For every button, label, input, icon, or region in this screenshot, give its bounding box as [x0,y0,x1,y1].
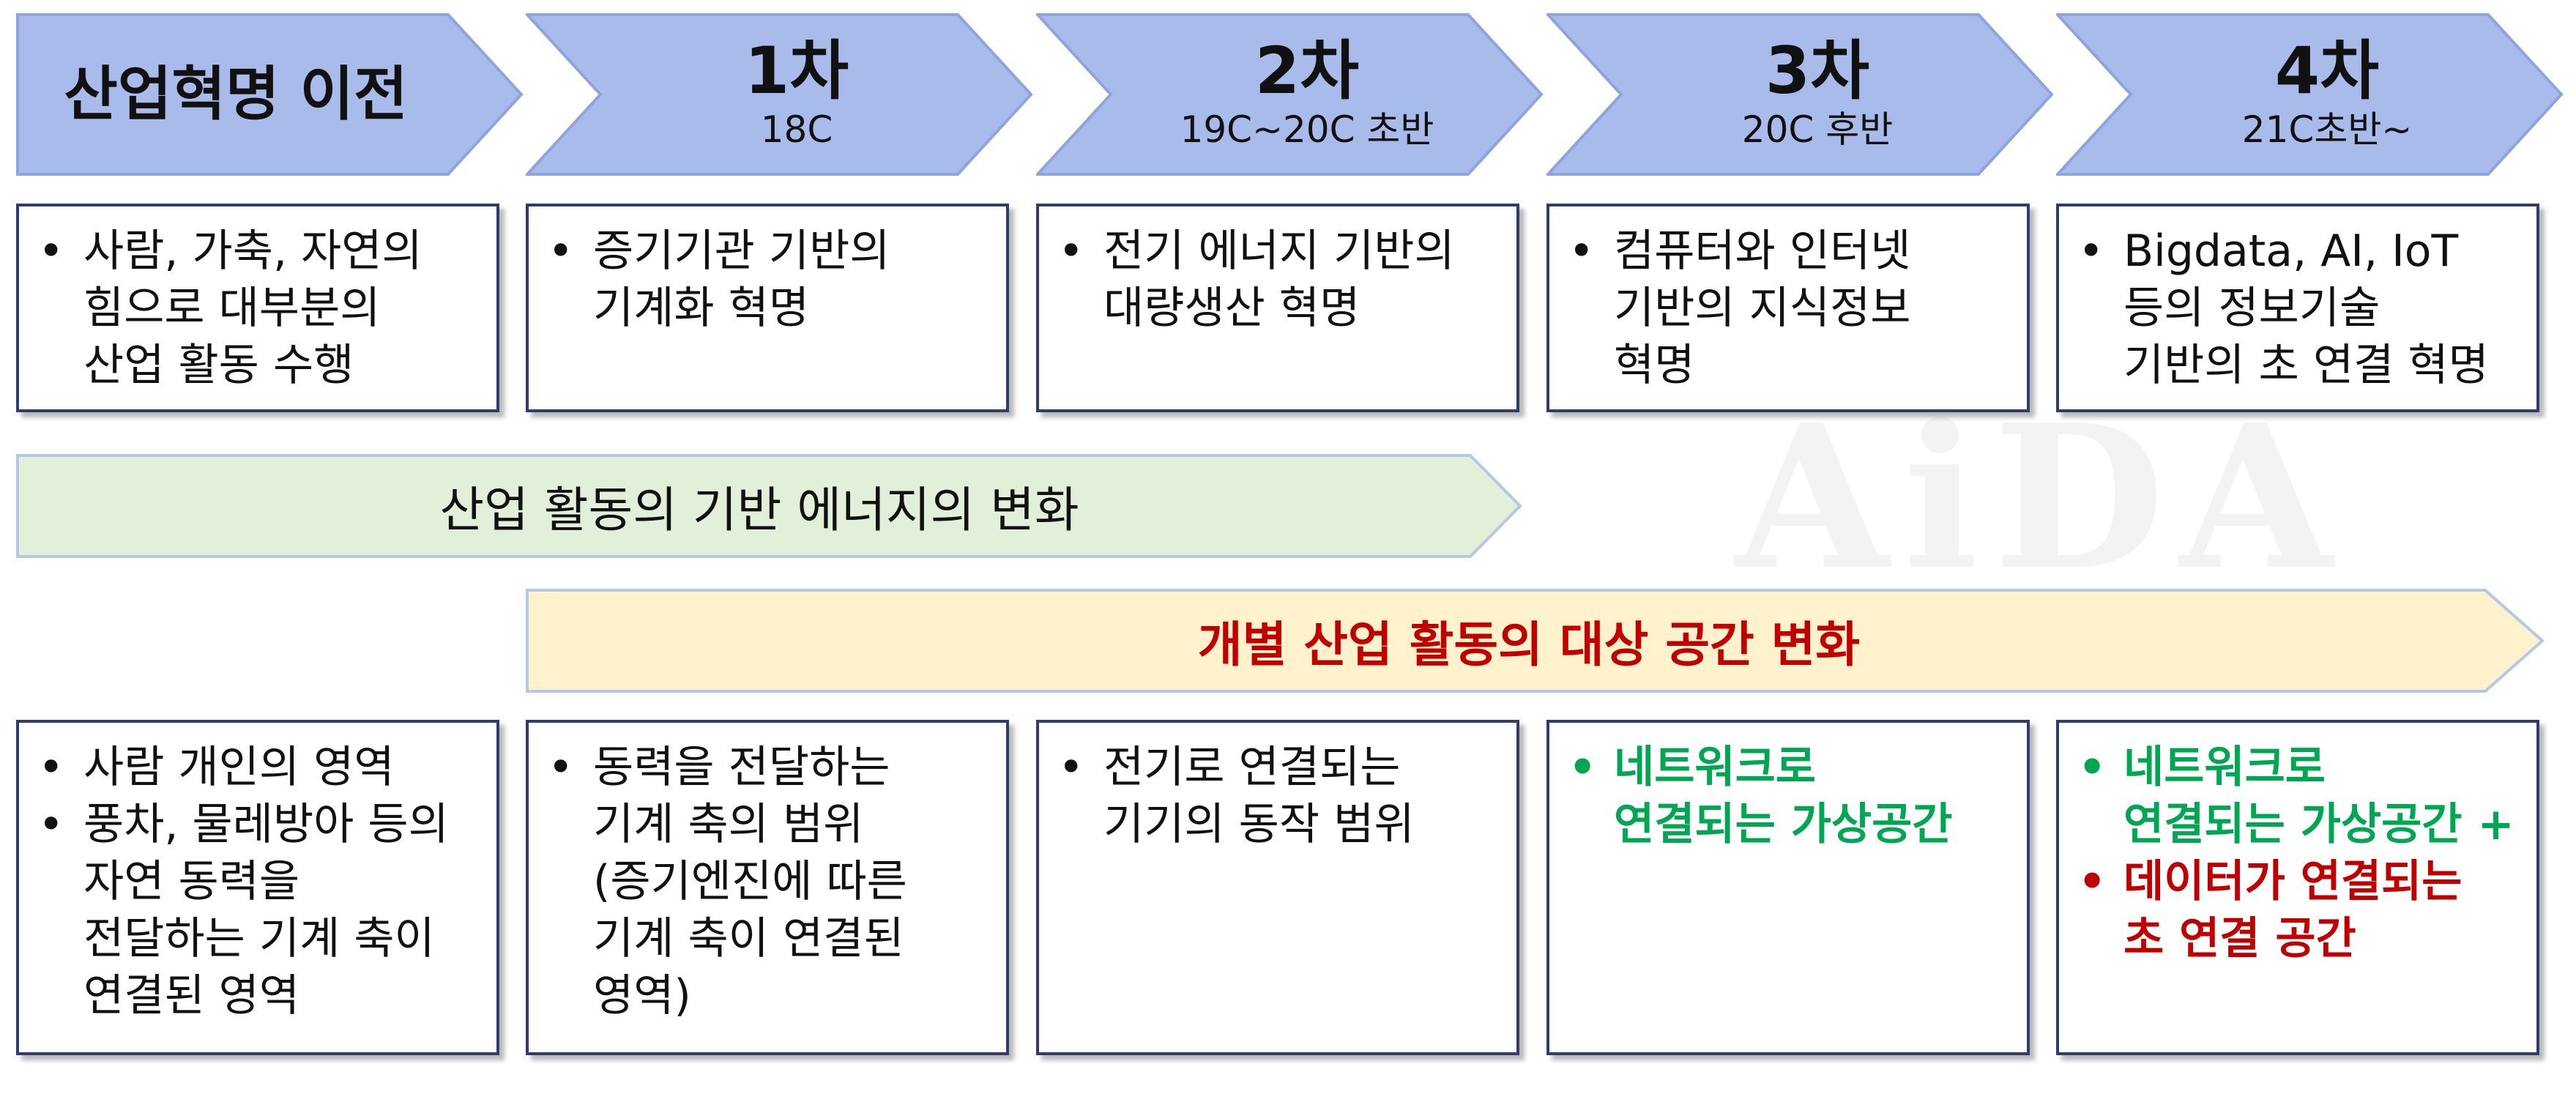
space-box-1: 동력을 전달하는 기계 축의 범위 (증기엔진에 따른 기계 축이 연결된 영역… [526,720,1009,1055]
stage-desc-box-pre: 사람, 가축, 자연의 힘으로 대부분의 산업 활동 수행 [16,204,499,412]
stage-desc-2: 전기 에너지 기반의 대량생산 혁명 [1058,223,1503,337]
stage-desc-3: 컴퓨터와 인터넷 기반의 지식정보 혁명 [1568,223,2014,394]
stage-desc-box-3: 컴퓨터와 인터넷 기반의 지식정보 혁명 [1546,204,2030,412]
stage-title-1: 1차 [744,32,849,108]
stage-arrow-3: 3차 20C 후반 [1546,13,2059,176]
stage-arrow-4: 4차 21C초반~ [2056,13,2569,176]
stage-arrow-2: 2차 19C~20C 초반 [1036,13,1549,176]
space-item-3: 네트워크로 연결되는 가상공간 [1568,739,2014,853]
watermark-logo: AiDA [1735,381,2348,614]
space-box-2: 전기로 연결되는 기기의 동작 범위 [1036,720,1519,1055]
space-item-pre-1: 사람 개인의 영역 [38,739,483,796]
space-item-pre-2: 풍차, 물레방아 등의 자연 동력을 전달하는 기계 축이 연결된 영역 [38,796,483,1024]
space-band-shape [526,589,2545,693]
space-box-3: 네트워크로 연결되는 가상공간 [1546,720,2030,1055]
stage-sub-3: 20C 후반 [1741,108,1894,152]
stage-sub-4: 21C초반~ [2241,108,2413,152]
stage-desc-1: 증기기관 기반의 기계화 혁명 [548,223,993,337]
stage-desc-box-4: Bigdata, AI, IoT 등의 정보기술 기반의 초 연결 혁명 [2056,204,2539,412]
stage-title-4: 4차 [2274,32,2380,108]
space-item-4-network: 네트워크로 연결되는 가상공간 + [2078,739,2523,853]
stage-sub-2: 19C~20C 초반 [1180,108,1434,152]
space-item-4-data: 데이터가 연결되는 초 연결 공간 [2078,853,2523,967]
space-change-band: 개별 산업 활동의 대상 공간 변화 [526,587,2547,694]
arrow-shape-pre [16,13,524,176]
stage-arrow-1: 1차 18C [526,13,1038,176]
arrow-shape-3 [1546,13,2054,176]
arrow-shape-4 [2056,13,2564,176]
space-box-4: 네트워크로 연결되는 가상공간 + 데이터가 연결되는 초 연결 공간 [2056,720,2539,1055]
stage-desc-box-1: 증기기관 기반의 기계화 혁명 [526,204,1009,412]
stage-desc-pre: 사람, 가축, 자연의 힘으로 대부분의 산업 활동 수행 [38,223,483,394]
stage-arrow-pre: 산업혁명 이전 [16,13,529,176]
stage-title-3: 3차 [1765,32,1870,108]
stage-title-pre: 산업혁명 이전 [64,60,408,128]
energy-band-label: 산업 활동의 기반 에너지의 변화 [439,482,1079,538]
stage-desc-4: Bigdata, AI, IoT 등의 정보기술 기반의 초 연결 혁명 [2078,223,2523,394]
space-item-1: 동력을 전달하는 기계 축의 범위 (증기엔진에 따른 기계 축이 연결된 영역… [548,739,993,1024]
energy-change-band: 산업 활동의 기반 에너지의 변화 [16,453,1525,559]
energy-band-shape [16,454,1522,558]
stage-desc-box-2: 전기 에너지 기반의 대량생산 혁명 [1036,204,1519,412]
arrow-shape-1 [526,13,1033,176]
space-box-pre: 사람 개인의 영역 풍차, 물레방아 등의 자연 동력을 전달하는 기계 축이 … [16,720,499,1055]
stage-sub-1: 18C [760,108,833,152]
arrow-shape-2 [1036,13,1544,176]
space-item-2: 전기로 연결되는 기기의 동작 범위 [1058,739,1503,853]
stage-title-2: 2차 [1254,32,1360,108]
space-band-label: 개별 산업 활동의 대상 공간 변화 [1197,617,1861,673]
